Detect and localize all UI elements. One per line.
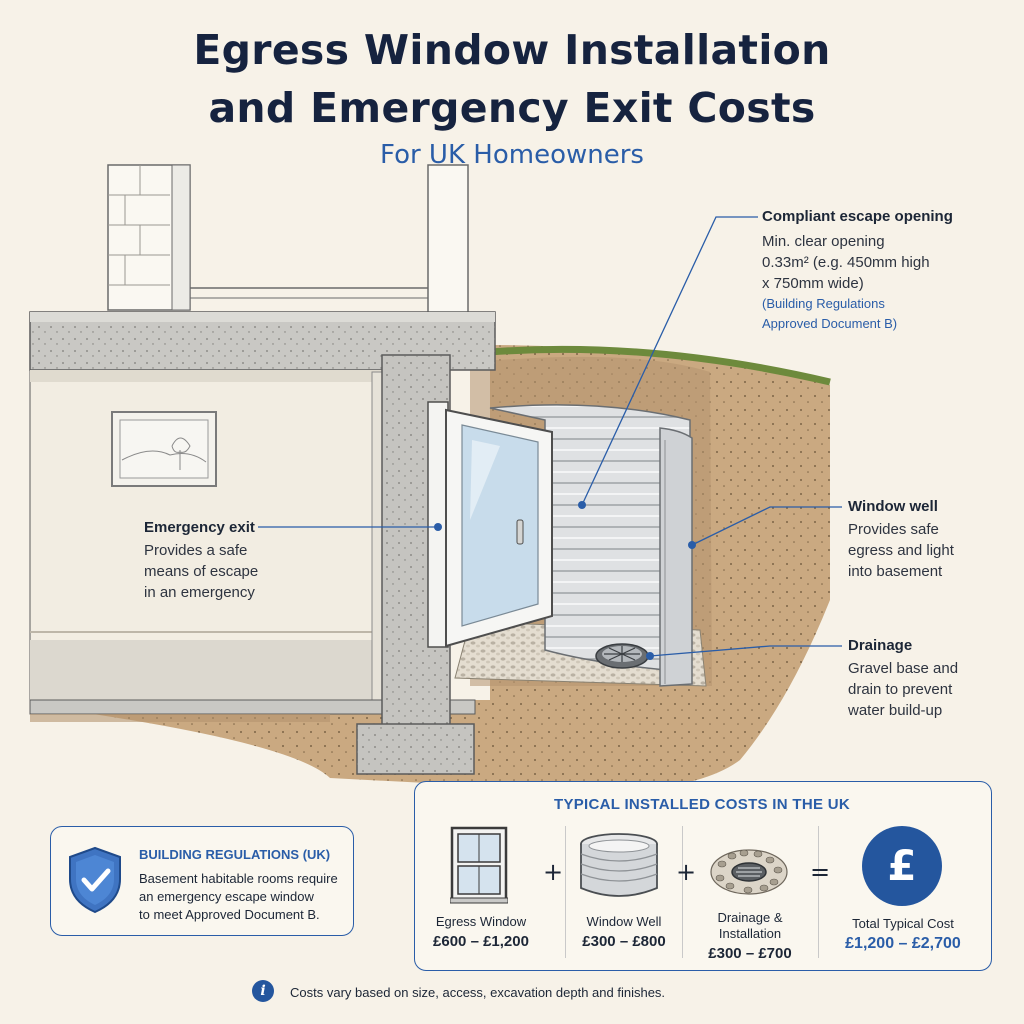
- callout-drainage: Drainage Gravel base and drain to preven…: [848, 637, 1018, 721]
- callout-escape-opening-line-1: Min. clear opening: [762, 233, 885, 250]
- shield-check-icon: [69, 846, 121, 914]
- pound-coin-icon: £: [862, 826, 942, 906]
- building-regulations-panel: BUILDING REGULATIONS (UK) Basement habit…: [50, 826, 354, 936]
- plus-sign-2: +: [676, 858, 697, 886]
- cost-item-drainage: Drainage & Installation £300 – £700: [684, 910, 816, 962]
- callout-window-well: Window well Provides safe egress and lig…: [848, 498, 1018, 582]
- callout-emergency-exit-line-1: Provides a safe: [144, 542, 248, 559]
- gravel-drain-icon: [710, 849, 788, 895]
- basement-floor: [30, 640, 382, 700]
- callout-escape-opening-ref-2: Approved Document B): [762, 316, 898, 331]
- grass-line: [489, 345, 831, 386]
- window-icon: [450, 826, 508, 904]
- callout-window-well-line-3: into basement: [848, 563, 943, 580]
- window-handle: [516, 519, 524, 545]
- cost-divider-2: [682, 826, 683, 958]
- callout-emergency-exit-title: Emergency exit: [144, 519, 255, 536]
- callout-escape-opening-title: Compliant escape opening: [762, 208, 953, 225]
- info-icon: i: [252, 980, 274, 1002]
- cost-window-label: Egress Window: [435, 914, 527, 929]
- cost-drainage-label-2: Installation: [718, 926, 782, 941]
- cost-item-total: Total Typical Cost £1,200 – £2,700: [826, 916, 980, 953]
- cost-window-value: £600 – £1,200: [433, 933, 529, 950]
- callout-emergency-exit: Emergency exit Provides a safe means of …: [144, 519, 344, 603]
- cost-divider-3: [818, 826, 819, 958]
- typical-costs-heading: TYPICAL INSTALLED COSTS IN THE UK: [553, 796, 851, 813]
- callout-drainage-title: Drainage: [848, 637, 913, 654]
- cost-well-value: £300 – £800: [582, 933, 666, 950]
- building-regulations-line-2: an emergency escape window: [139, 889, 314, 904]
- equals-sign: =: [810, 858, 831, 886]
- callout-drainage-line-2: drain to prevent: [848, 681, 953, 698]
- footer-note: Costs vary based on size, access, excava…: [290, 985, 666, 1000]
- page-subtitle: For UK Homeowners: [380, 140, 644, 170]
- callout-window-well-line-2: egress and light: [848, 542, 954, 559]
- callout-emergency-exit-line-2: means of escape: [144, 563, 259, 580]
- callout-drainage-line-3: water build-up: [848, 702, 943, 719]
- cost-item-well: Window Well £300 – £800: [566, 914, 682, 950]
- building-regulations-title: BUILDING REGULATIONS (UK): [139, 847, 331, 862]
- cost-well-label: Window Well: [586, 914, 662, 929]
- callout-escape-opening-line-3: x 750mm wide): [762, 275, 864, 292]
- window-well-icon: [580, 833, 658, 897]
- building-regulations-line-1: Basement habitable rooms require: [139, 871, 338, 886]
- cost-total-value: £1,200 – £2,700: [845, 935, 961, 952]
- upper-column: [427, 164, 469, 316]
- page-title-line-1: Egress Window Installation: [193, 26, 831, 74]
- plus-sign-1: +: [543, 858, 564, 886]
- callout-emergency-exit-line-3: in an emergency: [144, 584, 255, 601]
- cost-total-label: Total Typical Cost: [852, 916, 954, 931]
- callout-escape-opening: Compliant escape opening Min. clear open…: [762, 208, 1012, 334]
- cost-divider-1: [565, 826, 566, 958]
- callout-window-well-line-1: Provides safe: [848, 521, 939, 538]
- callout-escape-opening-ref-1: (Building Regulations: [762, 296, 885, 311]
- cost-drainage-label-1: Drainage &: [717, 910, 783, 925]
- callout-window-well-title: Window well: [848, 498, 938, 515]
- callout-escape-opening-line-2: 0.33m² (e.g. 450mm high: [762, 254, 930, 271]
- cost-item-window: Egress Window £600 – £1,200: [422, 914, 540, 950]
- callout-drainage-line-1: Gravel base and: [848, 660, 959, 677]
- building-regulations-line-3: to meet Approved Document B.: [139, 907, 320, 922]
- cost-drainage-value: £300 – £700: [708, 945, 792, 962]
- page-title-line-2: and Emergency Exit Costs: [208, 84, 816, 132]
